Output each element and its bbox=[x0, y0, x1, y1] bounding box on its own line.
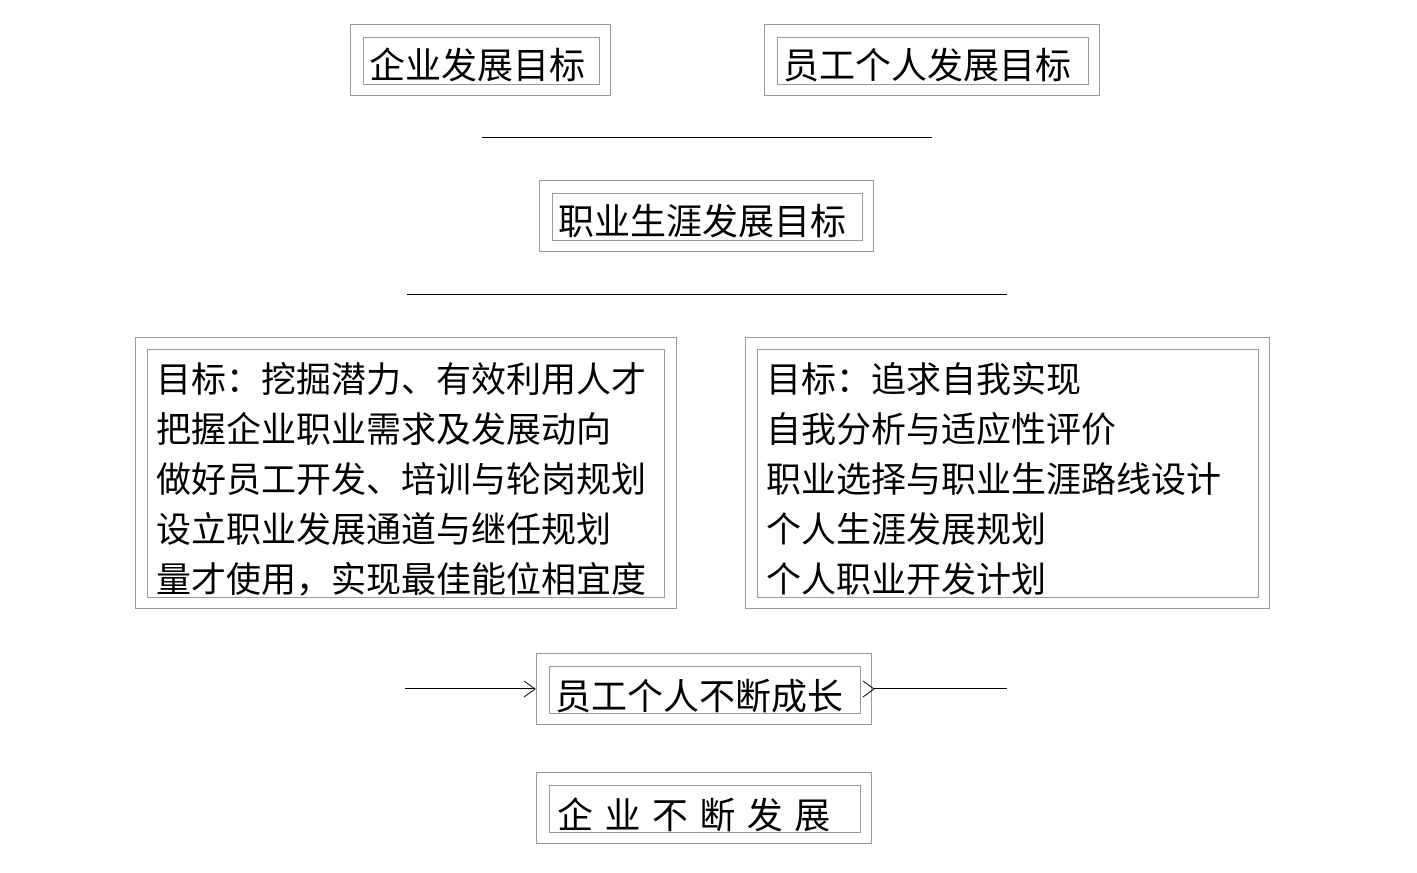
right-arrow-line bbox=[874, 688, 1007, 689]
employee-goal-box: 员工个人发展目标 bbox=[764, 24, 1100, 96]
employee-goal-label: 员工个人发展目标 bbox=[783, 46, 1072, 87]
enterprise-goal-label: 企业发展目标 bbox=[369, 46, 586, 87]
enterprise-tasks-panel: 目标：挖掘潜力、有效利用人才 把握企业职业需求及发展动向 做好员工开发、培训与轮… bbox=[135, 337, 677, 609]
left-arrow-line bbox=[405, 688, 535, 689]
enterprise-task-line: 量才使用，实现最佳能位相宜度 bbox=[156, 561, 647, 601]
enterprise-task-line: 把握企业职业需求及发展动向 bbox=[156, 411, 612, 451]
enterprise-task-line: 做好员工开发、培训与轮岗规划 bbox=[156, 461, 647, 501]
employee-task-line: 职业选择与职业生涯路线设计 bbox=[766, 461, 1222, 501]
enterprise-task-line: 目标：挖掘潜力、有效利用人才 bbox=[156, 361, 647, 401]
enterprise-growth-label: 企 业 不 断 发 展 bbox=[557, 796, 831, 837]
left-arrowhead-icon bbox=[523, 680, 536, 698]
employee-task-line: 自我分析与适应性评价 bbox=[766, 411, 1117, 451]
career-goal-box: 职业生涯发展目标 bbox=[539, 180, 874, 252]
enterprise-growth-box: 企 业 不 断 发 展 bbox=[536, 772, 872, 844]
employee-growth-label: 员工个人不断成长 bbox=[555, 677, 844, 718]
enterprise-goal-box: 企业发展目标 bbox=[350, 24, 611, 96]
employee-tasks-list: 目标：追求自我实现 自我分析与适应性评价 职业选择与职业生涯路线设计 个人生涯发… bbox=[766, 356, 1221, 606]
employee-tasks-panel: 目标：追求自我实现 自我分析与适应性评价 职业选择与职业生涯路线设计 个人生涯发… bbox=[745, 337, 1270, 609]
top-connector-line bbox=[482, 137, 932, 138]
employee-task-line: 个人职业开发计划 bbox=[766, 561, 1047, 601]
enterprise-task-line: 设立职业发展通道与继任规划 bbox=[156, 511, 612, 551]
middle-connector-line bbox=[407, 294, 1007, 295]
enterprise-tasks-list: 目标：挖掘潜力、有效利用人才 把握企业职业需求及发展动向 做好员工开发、培训与轮… bbox=[156, 356, 646, 606]
career-goal-label: 职业生涯发展目标 bbox=[558, 202, 847, 243]
employee-task-line: 目标：追求自我实现 bbox=[766, 361, 1082, 401]
employee-task-line: 个人生涯发展规划 bbox=[766, 511, 1047, 551]
employee-growth-box: 员工个人不断成长 bbox=[536, 653, 872, 725]
right-arrowhead-icon bbox=[862, 680, 875, 698]
